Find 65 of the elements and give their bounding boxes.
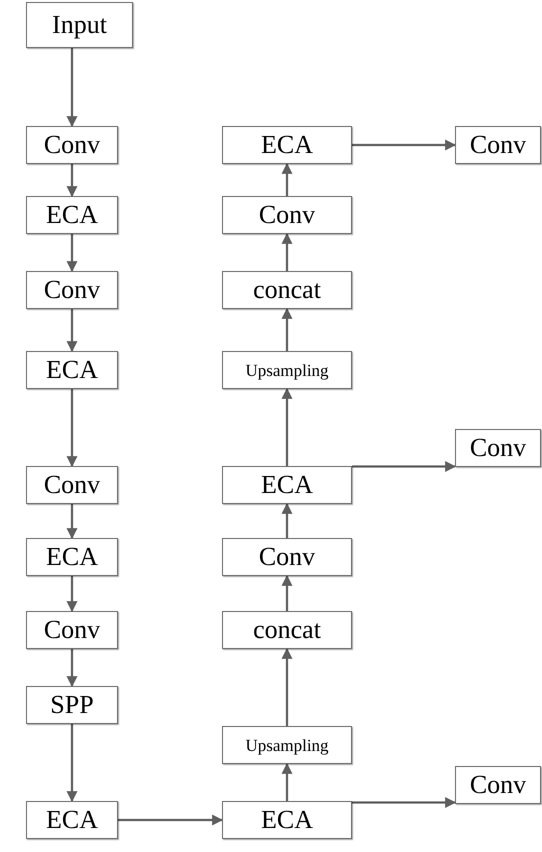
box-label: Upsampling (245, 736, 329, 754)
arrow (66, 389, 78, 468)
process-box (222, 351, 352, 389)
arrow (66, 234, 78, 272)
box-label: ECA (46, 357, 98, 383)
process-box (222, 466, 352, 504)
box-label: ECA (46, 807, 98, 833)
box-label: SPP (50, 692, 94, 718)
arrow (66, 649, 78, 688)
process-box (455, 429, 541, 467)
arrow (282, 762, 292, 801)
arrow (66, 48, 78, 128)
box-label: concat (253, 277, 321, 303)
box-label: Conv (44, 277, 100, 303)
process-box (26, 351, 118, 389)
box-label: Conv (44, 472, 100, 498)
process-box (222, 538, 352, 576)
arrow (352, 797, 456, 808)
arrow (282, 308, 292, 351)
box-label: Conv (470, 132, 526, 158)
box-label: ECA (46, 202, 98, 228)
process-box (26, 2, 133, 48)
process-box (26, 611, 118, 649)
process-box (26, 686, 118, 724)
box-label: ECA (261, 472, 313, 498)
arrow (282, 574, 292, 611)
process-box (26, 196, 118, 234)
arrow (282, 502, 292, 538)
process-box (455, 126, 541, 164)
process-box (26, 538, 118, 576)
box-label: Conv (258, 202, 316, 228)
arrow (352, 140, 456, 150)
arrow (66, 724, 78, 802)
process-box (222, 126, 352, 164)
arrow (282, 232, 292, 271)
box-label: Conv (258, 544, 316, 570)
box-label: concat (253, 617, 321, 643)
box-label: Upsampling (245, 362, 329, 378)
arrow (118, 814, 224, 826)
process-box (26, 126, 118, 164)
arrow (66, 576, 78, 612)
arrow (66, 309, 78, 352)
arrow (282, 648, 292, 726)
box-label: Input (52, 12, 107, 38)
box-label: Conv (470, 772, 526, 798)
arrow (282, 162, 292, 196)
arrow (66, 164, 78, 198)
process-box (222, 726, 352, 764)
process-box (222, 611, 352, 649)
box-label: ECA (261, 807, 313, 833)
box-label: Conv (470, 435, 526, 461)
process-box (455, 766, 541, 804)
box-label: Conv (44, 132, 100, 158)
process-box (222, 271, 352, 309)
process-box (26, 801, 118, 839)
box-label: ECA (261, 132, 313, 158)
process-box (222, 801, 352, 839)
process-box (222, 196, 352, 234)
box-label: ECA (46, 544, 98, 570)
arrow (66, 504, 78, 540)
arrow (282, 388, 292, 466)
process-box (26, 466, 118, 504)
box-label: Conv (44, 617, 100, 643)
process-box (26, 271, 118, 309)
arrow (352, 461, 456, 472)
